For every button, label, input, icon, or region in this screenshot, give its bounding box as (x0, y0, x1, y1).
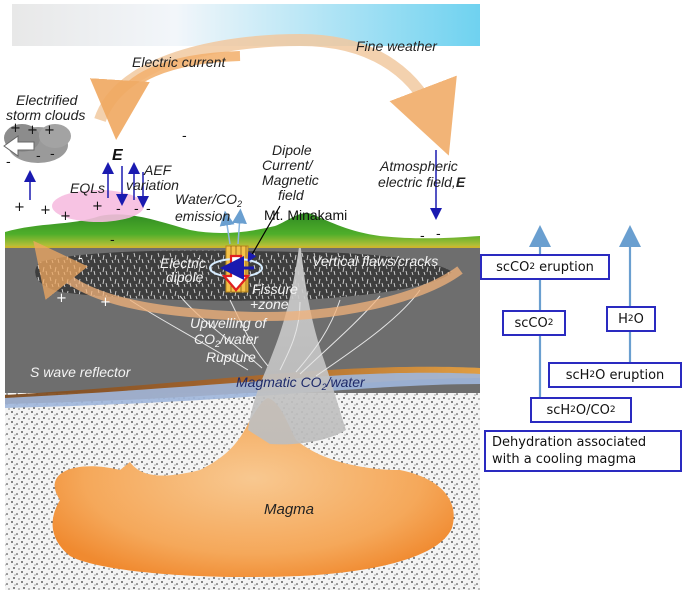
scco2-eruption-suffix: eruption (535, 259, 594, 275)
magma-body (52, 398, 454, 578)
h2o-sub: 2 (627, 314, 634, 324)
e-symbol: E (112, 147, 124, 164)
atmospheric-label-2: electric field,E (378, 174, 466, 190)
crust-minus-1: - (78, 251, 83, 266)
ground-plus-4: + (92, 199, 103, 214)
field-arrows-up (24, 162, 140, 200)
ground-plus-3: + (60, 209, 71, 224)
crust-plus-1: + (56, 291, 67, 306)
magma-label: Magma (264, 501, 314, 518)
charge-signs: + + + - - - - + + + + - - - - - - + + - (6, 121, 441, 310)
h2o-text-o: O (633, 311, 644, 327)
ground-minus-1: - (116, 202, 121, 217)
water-co-text: Water/CO (175, 191, 237, 207)
dehydration-box: Dehydration associated with a cooling ma… (484, 430, 682, 472)
sch2o-eruption-text: scH (565, 367, 590, 383)
cloud-plus-3: + (44, 123, 55, 138)
vertical-flaws-label: Vertical flaws/cracks (312, 253, 438, 269)
storm-clouds-label-1: Electrified (16, 92, 79, 108)
magmatic-co-text: Magmatic CO (236, 374, 322, 390)
fissure-label-2: +zone (250, 296, 289, 312)
scco2-sub: 2 (547, 318, 554, 328)
ground-plus-2: + (40, 203, 51, 218)
sch2o-eruption-sub: 2 (589, 370, 596, 380)
ground-plus-1: + (14, 200, 25, 215)
dehydration-line-1: Dehydration associated (492, 435, 647, 450)
sky-minus: - (182, 129, 187, 144)
sch2o-eruption-suffix: O eruption (595, 367, 665, 383)
fissure-plus: + (250, 296, 258, 312)
upwelling-label-2: CO2/water (194, 331, 259, 349)
sch2o-co2-sub1: 2 (570, 405, 576, 415)
sch2o-co2-text-b: O/CO (575, 402, 610, 418)
magma-plume (248, 240, 346, 445)
mountain-label: Mt. Minakami (264, 207, 347, 223)
dipole-pointer (247, 205, 281, 263)
atmospheric-label-1: Atmospheric (379, 158, 458, 174)
scco2-eruption-text: scCO (496, 259, 530, 275)
dipole-label-1: Dipole (272, 142, 312, 158)
cloud-minus-3: - (50, 147, 55, 162)
ground-minus-6: - (436, 227, 441, 242)
aef-label-2: variation (126, 177, 179, 193)
magmatic-layer (5, 372, 480, 408)
fine-weather-label: Fine weather (356, 38, 438, 54)
cloud-minus-2: - (36, 149, 41, 164)
cloud-plus-1: + (10, 121, 21, 136)
sch2o-co2-text-a: scH (546, 402, 571, 418)
aef-label-1: AEF (143, 162, 173, 178)
storm-cloud (3, 124, 71, 163)
dipole-label-2: Current/ (262, 157, 315, 173)
cloud-minus-1: - (6, 155, 11, 170)
electric-current-label: Electric current (132, 54, 226, 70)
h2o-text-h: H (618, 311, 628, 327)
magmatic-sub: 2 (321, 382, 327, 392)
water-emission-label-2: emission (175, 208, 230, 224)
electric-dipole-label-2: dipole (166, 269, 204, 285)
eqls-label: EQLs (70, 180, 105, 196)
crust-plus-2: + (100, 295, 111, 310)
upwelling-sub: 2 (214, 339, 220, 349)
ground-minus-2: - (134, 202, 139, 217)
ground-minus-3: - (146, 202, 151, 217)
storm-clouds-label-2: storm clouds (6, 107, 85, 123)
upwelling-water-text: /water (219, 331, 259, 347)
scco2-eruption-sub: 2 (529, 262, 536, 272)
ground-minus-5: - (420, 229, 425, 244)
magmatic-water-text: /water (326, 374, 366, 390)
dehydration-line-2: with a cooling magma (492, 452, 637, 467)
magmatic-label: Magmatic CO2/water (236, 374, 366, 392)
emission-arrows (219, 208, 247, 245)
s-wave-label: S wave reflector (30, 364, 132, 380)
atmospheric-e-symbol: E (456, 174, 466, 190)
fissure-zone-text: zone (257, 296, 289, 312)
current-arc-left (89, 51, 241, 140)
upwelling-label-1: Upwelling of (190, 315, 268, 331)
underground-current-arc (33, 240, 463, 321)
ground-minus-4: - (110, 233, 115, 248)
water-sub: 2 (236, 199, 242, 209)
scco2-text: scCO (514, 315, 548, 331)
dipole-label-4: field (278, 187, 305, 203)
field-arrows-down (116, 150, 442, 220)
cloud-plus-2: + (27, 123, 38, 138)
upwelling-co-text: CO (194, 331, 215, 347)
rupture-label: Rupture (206, 349, 256, 365)
fissure-label-1: Fissure (252, 281, 298, 297)
sch2o-co2-sub2: 2 (609, 405, 616, 415)
dipole-label-3: Magnetic (262, 172, 319, 188)
water-emission-label-1: Water/CO2 (175, 191, 242, 209)
terrain (5, 213, 480, 248)
electric-dipole-label-1: Electric (160, 255, 206, 271)
atmospheric-text: electric field, (378, 174, 456, 190)
